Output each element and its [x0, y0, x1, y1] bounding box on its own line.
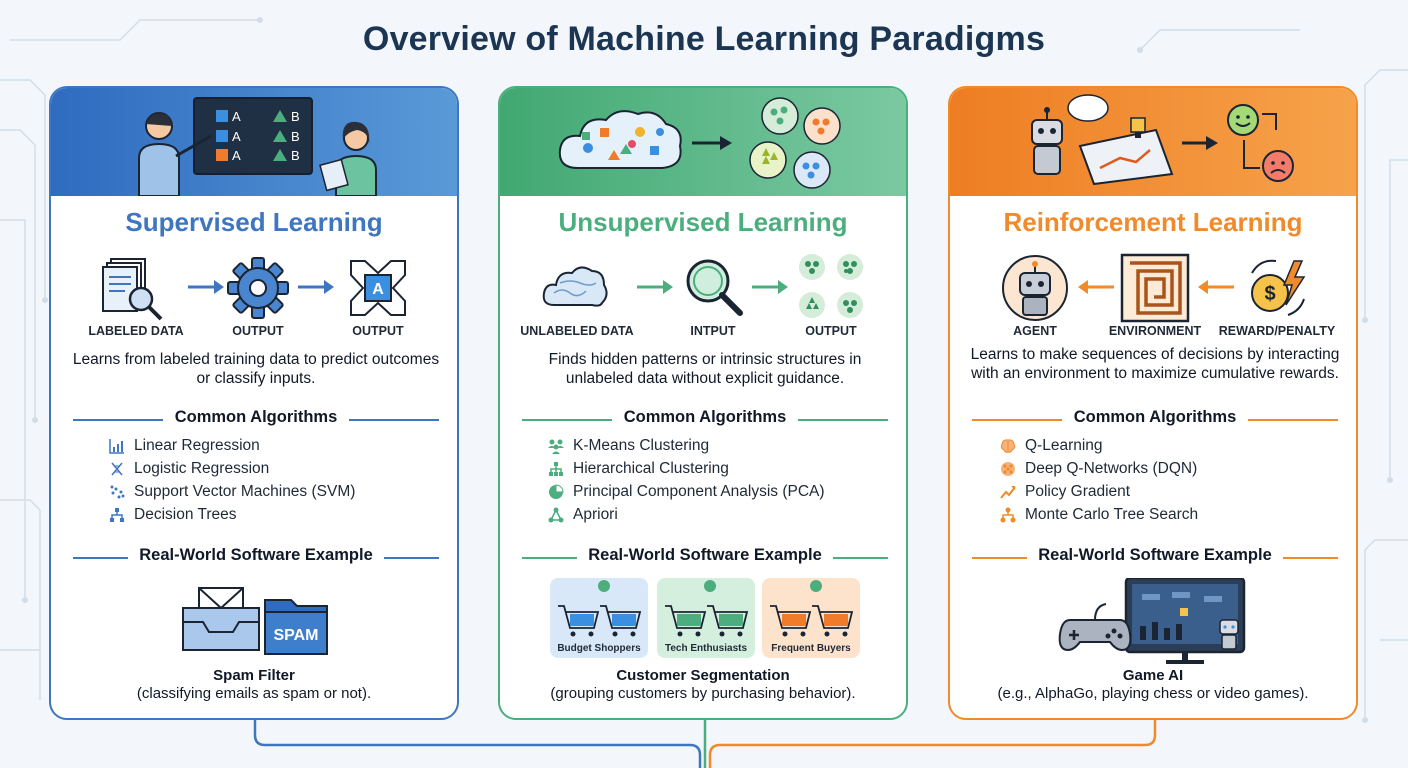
list-item: Principal Component Analysis (PCA)	[548, 482, 878, 505]
board-cell: A	[232, 109, 241, 124]
dna-icon	[111, 462, 123, 476]
list-item: Apriori	[548, 505, 878, 528]
unsupervised-card: Unsupervised Learning UNLABELED DATA INT…	[498, 86, 908, 720]
reinforcement-hero-illustration	[950, 88, 1356, 196]
board-cell: B	[291, 129, 300, 144]
supervised-hero-illustration: A B A B A B	[51, 88, 457, 196]
supervised-algorithm-list: Linear Regression Logistic Regression Su…	[109, 436, 439, 528]
arrow-right-icon	[752, 280, 788, 294]
tree-icon	[110, 508, 124, 522]
brain-icon	[1000, 439, 1016, 453]
spam-filter-illustration: SPAM	[51, 578, 457, 666]
step-label: OUTPUT	[805, 324, 857, 338]
gear-icon	[227, 257, 289, 319]
example-description: (classifying emails as spam or not).	[136, 685, 372, 702]
clusters-icon	[799, 254, 863, 318]
list-item: K-Means Clustering	[548, 436, 878, 459]
board-cell: B	[291, 148, 300, 163]
unsupervised-algorithm-list: K-Means Clustering Hierarchical Clusteri…	[548, 436, 878, 528]
maze-environment-icon	[1120, 253, 1190, 323]
robot-agent-icon	[1002, 255, 1068, 321]
unsupervised-title: Unsupervised Learning	[558, 207, 848, 237]
classified-output-icon: A	[350, 260, 406, 316]
supervised-card: A B A B A B Supervised Learning	[49, 86, 459, 720]
list-item: Q-Learning	[1000, 436, 1330, 459]
reinforcement-description: Learns to make sequences of decisions by…	[970, 346, 1340, 382]
unsupervised-description: Finds hidden patterns or intrinsic struc…	[548, 351, 862, 387]
algorithms-heading: Common Algorithms	[73, 408, 439, 430]
example-heading: Real-World Software Example	[972, 546, 1338, 568]
arrow-right-icon	[637, 280, 673, 294]
example-heading: Real-World Software Example	[522, 546, 888, 568]
example-description: (grouping customers by purchasing behavi…	[550, 685, 856, 702]
unsupervised-hero-illustration	[500, 88, 906, 196]
output-letter: A	[372, 281, 384, 298]
segment-label: Frequent Buyers	[771, 643, 851, 654]
list-item: Support Vector Machines (SVM)	[109, 482, 439, 505]
chart-icon	[109, 439, 124, 454]
users-icon	[548, 439, 564, 454]
example-name: Customer Segmentation	[616, 667, 790, 684]
step-label: OUTPUT	[352, 324, 404, 338]
board-cell: A	[232, 148, 241, 163]
step-label: REWARD/PENALTY	[1218, 324, 1336, 338]
scatter-icon	[110, 485, 125, 499]
list-item: Decision Trees	[109, 505, 439, 528]
supervised-title: Supervised Learning	[125, 207, 383, 237]
magnifier-icon	[686, 259, 743, 316]
labeled-data-icon	[102, 258, 163, 321]
network-icon	[548, 507, 564, 523]
arrow-right-icon	[298, 280, 334, 294]
reinforcement-algorithm-list: Q-Learning Deep Q-Networks (DQN) Policy …	[1000, 436, 1330, 528]
hierarchy-icon	[549, 462, 563, 476]
unlabeled-data-cloud-icon	[542, 266, 608, 307]
trend-icon	[1000, 486, 1016, 499]
algorithms-heading: Common Algorithms	[522, 408, 888, 430]
arrow-left-icon	[1078, 280, 1114, 294]
algorithms-heading: Common Algorithms	[972, 408, 1338, 430]
arrow-right-icon	[188, 280, 224, 294]
tree-icon	[1000, 507, 1016, 523]
list-item: Hierarchical Clustering	[548, 459, 878, 482]
spam-badge: SPAM	[273, 627, 318, 644]
customer-segments-illustration: Budget Shoppers Tech Enthusiasts Frequen…	[500, 578, 906, 666]
step-label: LABELED DATA	[88, 324, 184, 338]
network-icon	[1001, 462, 1015, 476]
board-cell: B	[291, 109, 300, 124]
example-name: Game AI	[1122, 667, 1184, 684]
board-cell: A	[232, 129, 241, 144]
reward-coin-icon: $	[1251, 259, 1306, 316]
reinforcement-card: Reinforcement Learning $ AGENT ENVIRONME…	[948, 86, 1358, 720]
step-label: AGENT	[1013, 324, 1057, 338]
list-item: Deep Q-Networks (DQN)	[1000, 459, 1330, 482]
example-description: (e.g., AlphaGo, playing chess or video g…	[997, 685, 1309, 702]
arrow-left-icon	[1198, 280, 1234, 294]
reinforcement-title: Reinforcement Learning	[1003, 207, 1303, 237]
step-label: UNLABELED DATA	[520, 324, 634, 338]
game-ai-illustration	[950, 578, 1356, 666]
segment-label: Tech Enthusiasts	[665, 643, 747, 654]
example-heading: Real-World Software Example	[73, 546, 439, 568]
supervised-description: Learns from labeled training data to pre…	[72, 351, 440, 387]
page-title: Overview of Machine Learning Paradigms	[362, 20, 1046, 58]
step-label: OUTPUT	[232, 324, 284, 338]
svg-text:$: $	[1264, 283, 1275, 305]
list-item: Logistic Regression	[109, 459, 439, 482]
list-item: Linear Regression	[109, 436, 439, 459]
segment-label: Budget Shoppers	[557, 643, 641, 654]
list-item: Monte Carlo Tree Search	[1000, 505, 1330, 528]
step-label: INTPUT	[690, 324, 736, 338]
pie-icon	[549, 484, 564, 499]
example-name: Spam Filter	[213, 667, 295, 684]
step-label: ENVIRONMENT	[1108, 324, 1202, 338]
list-item: Policy Gradient	[1000, 482, 1330, 505]
